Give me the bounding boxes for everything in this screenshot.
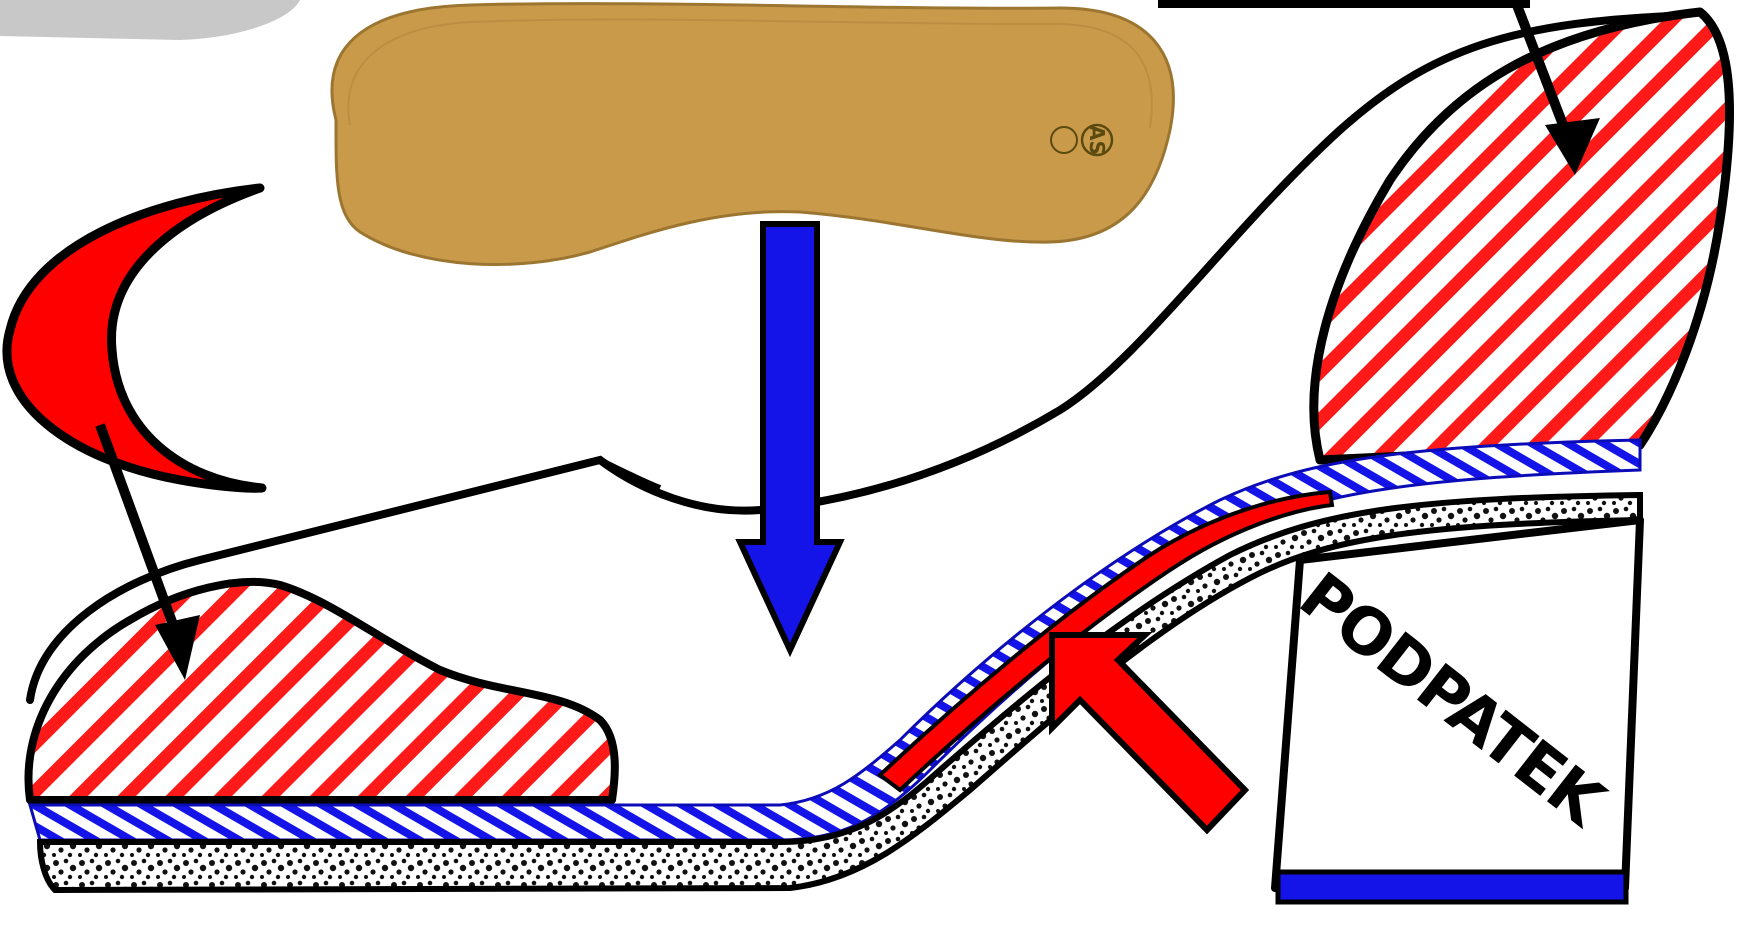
heel-tip xyxy=(1278,872,1626,902)
red-crescent-icon xyxy=(7,188,262,488)
blue-arrow-down-icon xyxy=(740,224,840,650)
heel-counter xyxy=(1314,12,1730,460)
heel-block: PODPATEK xyxy=(1275,520,1640,902)
red-arrow-up-left-icon xyxy=(1052,635,1245,830)
toe-cap xyxy=(28,582,614,800)
insole: AS xyxy=(332,4,1173,265)
insole-stamp-text: AS xyxy=(1085,125,1109,155)
top-bar xyxy=(1158,0,1530,8)
grey-fragment xyxy=(0,0,300,40)
